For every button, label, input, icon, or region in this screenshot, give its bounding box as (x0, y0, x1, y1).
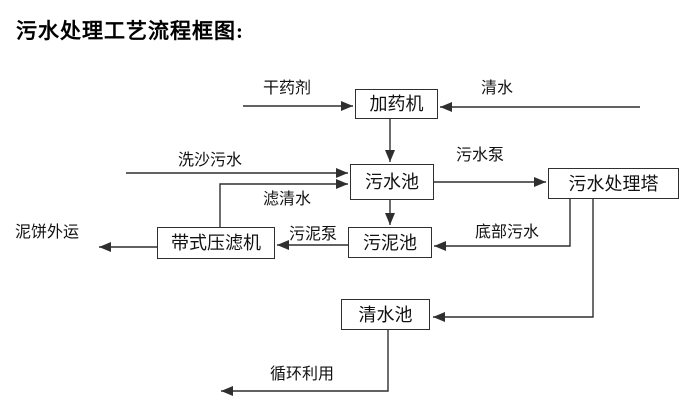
edge-bottom-sewage-arrow (434, 198, 571, 251)
label-sewage-pump: 污水泵 (455, 147, 505, 164)
label-sludge-pump: 污泥泵 (288, 226, 338, 243)
node-belt-filter-press: 带式压滤机 (157, 227, 275, 259)
edge-recycle-arrow (221, 330, 389, 396)
label-clean-water: 清水 (480, 80, 514, 97)
node-treatment-tower: 污水处理塔 (548, 168, 679, 199)
label-mud-cake-out: 泥饼外运 (14, 224, 80, 241)
label-bottom-sewage: 底部污水 (474, 224, 540, 241)
label-sand-washing-sewage: 洗沙污水 (177, 152, 243, 169)
edge-filtered-water-arrow (219, 179, 348, 227)
diagram-title: 污水处理工艺流程框图: (16, 19, 244, 43)
node-dosing-machine: 加药机 (355, 89, 438, 119)
label-filtered-water: 滤清水 (262, 191, 312, 208)
edge-tower-to-clean-pool-arrow (433, 198, 594, 322)
node-sludge-pool: 污泥池 (348, 227, 432, 258)
label-dry-chemical: 干药剂 (262, 80, 312, 97)
label-recycle: 循环利用 (269, 366, 335, 383)
node-sewage-pool: 污水池 (350, 164, 434, 200)
node-clean-water-pool: 清水池 (341, 299, 430, 330)
